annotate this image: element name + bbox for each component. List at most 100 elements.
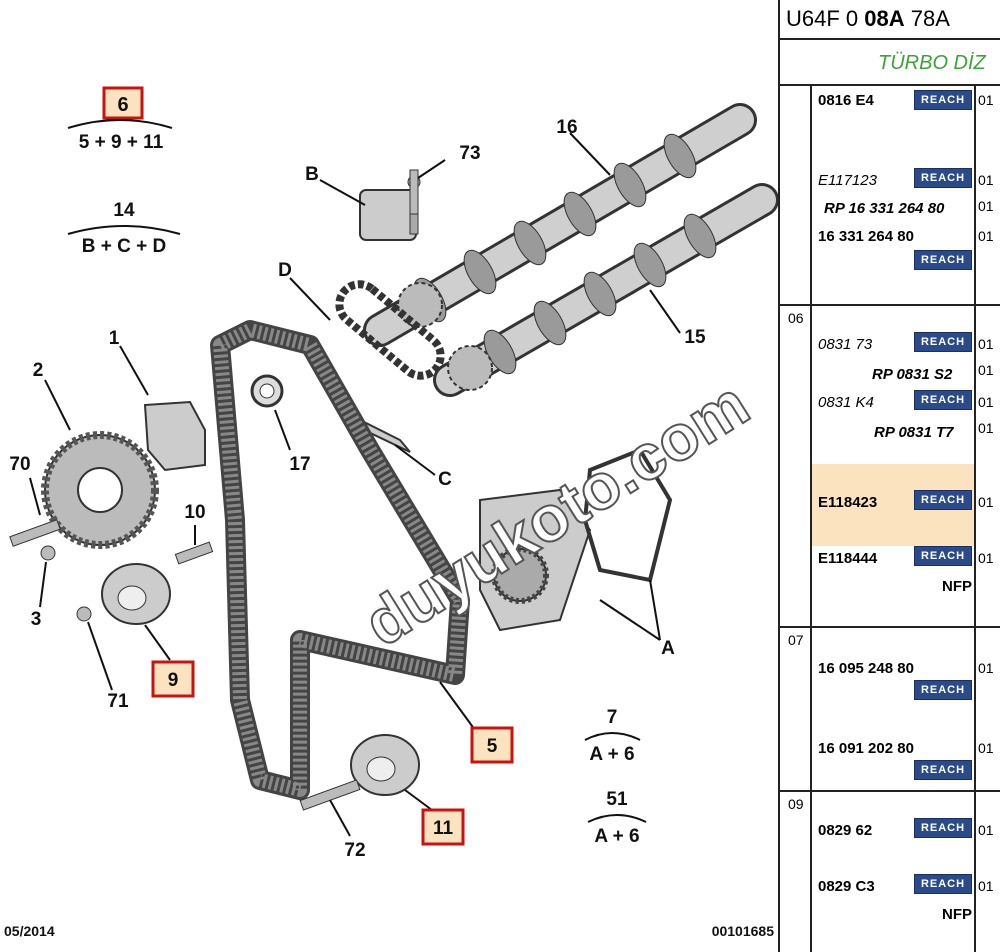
reach-badge: REACH [914,546,972,566]
reach-badge: REACH [914,680,972,700]
header-bold: 08A [864,6,905,31]
callout-14: 14 [113,200,135,221]
label-2: 2 [33,360,44,381]
quantity: 01 [978,172,994,188]
table-row[interactable]: 16 095 248 80 01 REACH [780,656,1000,700]
quantity: 01 [978,228,994,244]
chain-d [335,280,445,380]
label-72: 72 [344,840,365,861]
part-number: 0831 K4 [818,394,874,411]
callout-6-highlight[interactable] [102,86,144,120]
callout-5-highlight[interactable] [470,726,514,764]
callout-7: 7 [607,707,618,728]
table-row[interactable]: 0831 K4 REACH 01 [780,390,1000,416]
table-row[interactable]: 16 091 202 80 01 REACH [780,736,1000,780]
label-3: 3 [31,609,42,630]
quantity: 01 [978,822,994,838]
bolt-70 [9,519,61,547]
table-row[interactable]: E118444 REACH 01 NFP [780,546,1000,595]
part-number: E117123 [818,172,877,189]
pin-10 [174,541,214,565]
table-row[interactable]: E117123 REACH 01 [780,168,1000,194]
reach-badge: REACH [914,168,972,188]
camshaft-15 [433,183,778,397]
callout-5: 5 [487,736,498,757]
table-header: U64F 0 08A 78A [780,0,1000,40]
label-a: A [661,638,675,659]
quantity: 01 [978,336,994,352]
callout-6: 6 [117,94,128,116]
sprocket-2 [41,431,159,549]
group-07: 07 16 095 248 80 01 REACH 16 091 202 80 … [780,628,1000,792]
table-row[interactable]: 0831 73 REACH 01 [780,332,1000,358]
callout-9-highlight[interactable] [151,660,195,698]
label-70: 70 [9,454,30,475]
label-71: 71 [107,691,129,712]
part-number: 0831 73 [818,336,873,353]
part-number: RP 16 331 264 80 [824,200,945,217]
label-16: 16 [556,117,577,138]
table-subtitle: TÜRBO DİZ [780,40,1000,86]
water-pump-a [479,447,673,632]
table-row[interactable]: 0829 C3 REACH 01 NFP [780,874,1000,923]
callout-51: 51 [606,789,628,810]
diagram-ref: 00101685 [712,923,775,939]
reach-badge: REACH [914,90,972,110]
callout-11: 11 [433,818,454,839]
reach-badge: REACH [914,250,972,270]
part-number: 16 331 264 80 [818,228,914,245]
nut-3 [40,545,56,561]
formula-14: B + C + D [82,236,166,257]
table-row[interactable]: 16 331 264 80 01 REACH [780,224,1000,270]
formula-51: A + 6 [594,826,639,847]
group-09: 09 0829 62 REACH 01 0829 C3 REACH 01 NFP [780,792,1000,952]
label-1: 1 [109,328,120,349]
group-1: 0816 E4 REACH 01 E117123 REACH 01 RP 16 … [780,86,1000,306]
parts-table: U64F 0 08A 78A TÜRBO DİZ 0816 E4 REACH 0… [778,0,1000,952]
group-06: 06 0831 73 REACH 01 RP 0831 S2 01 0831 K… [780,306,1000,628]
table-row[interactable]: RP 16 331 264 80 01 [780,196,1000,222]
quantity: 01 [978,420,994,436]
table-row[interactable]: RP 0831 T7 01 [780,416,1000,442]
quantity: 01 [978,660,994,676]
part-number: RP 0831 T7 [874,424,954,441]
reach-badge: REACH [914,818,972,838]
part-number: E118444 [818,550,878,567]
formula-7: A + 6 [589,744,634,765]
reach-badge: REACH [914,490,972,510]
bolt-71 [76,606,92,622]
seal-17 [250,374,284,408]
quantity: 01 [978,198,994,214]
reach-badge: REACH [914,332,972,352]
idler-pulley-11 [350,734,420,796]
part-1 [143,400,206,472]
timing-belt-diagram: 6 5 + 9 + 11 14 B + C + D [4,86,778,939]
nfp-note: NFP [942,906,972,923]
label-17: 17 [289,454,310,475]
bolt-73 [409,169,419,215]
label-c: C [438,469,452,490]
part-number: RP 0831 S2 [872,366,953,383]
quantity: 01 [978,92,994,108]
group-number: 07 [788,632,804,648]
quantity: 01 [978,494,994,510]
part-number: E118423 [818,494,878,511]
quantity: 01 [978,740,994,756]
table-row[interactable]: RP 0831 S2 01 [780,358,1000,384]
label-b: B [305,164,319,185]
bolt-72 [299,779,361,811]
group-number: 09 [788,796,804,812]
reach-badge: REACH [914,874,972,894]
header-suffix: 78A [904,6,950,31]
callout-11-highlight[interactable] [421,808,465,846]
table-row[interactable]: E118423 REACH 01 [780,490,1000,516]
table-row[interactable]: 0829 62 REACH 01 [780,818,1000,844]
tensioner-pulley-9 [101,563,171,625]
label-10: 10 [184,502,205,523]
part-number: 0829 C3 [818,878,875,895]
table-row[interactable]: 0816 E4 REACH 01 [780,90,1000,116]
part-number: 0816 E4 [818,92,874,109]
group-number: 06 [788,310,804,326]
quantity: 01 [978,394,994,410]
nfp-note: NFP [942,578,972,595]
